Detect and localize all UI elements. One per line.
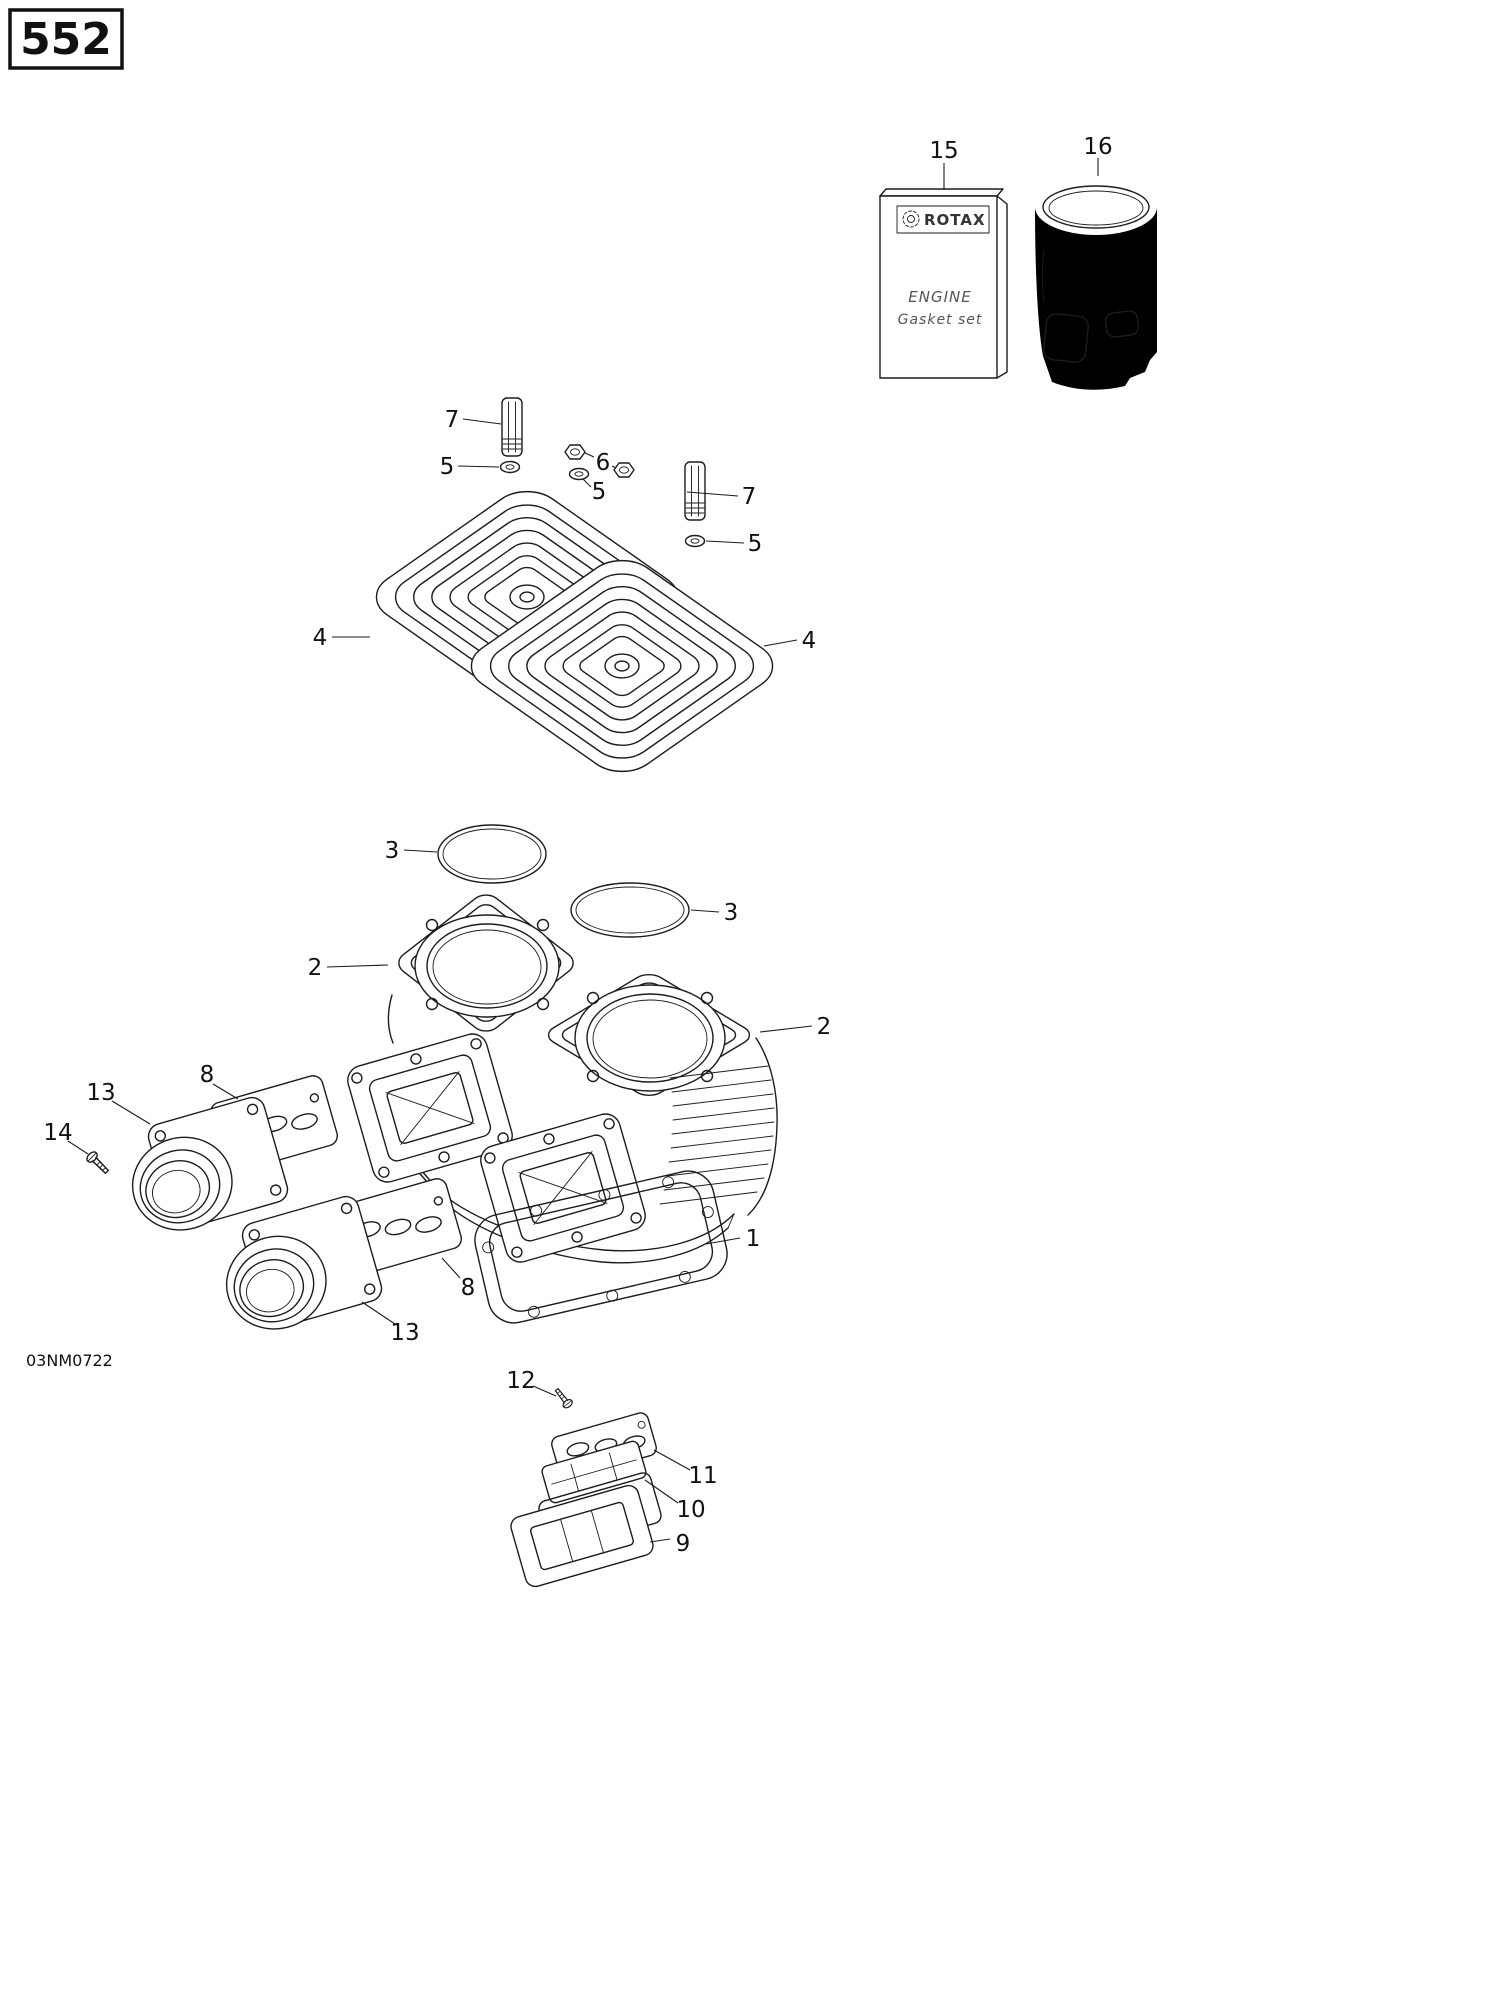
callout-11-reed-stopper: 11 (688, 1463, 717, 1489)
screw-14-art (84, 1149, 112, 1177)
stud-lower-art (684, 461, 706, 521)
callout-9-reed-body: 9 (676, 1531, 691, 1557)
model-number: 552 (20, 14, 112, 65)
callout-15-gasket-set: 15 (929, 138, 958, 164)
callout-6-nuts: 6 (596, 450, 611, 476)
callout-5-washer-lower: 5 (748, 531, 763, 557)
callout-5-washer-upper: 5 (440, 454, 455, 480)
stud-upper-art (501, 397, 523, 457)
callout-14-screw: 14 (43, 1120, 72, 1146)
callout-1-base-gasket: 1 (746, 1226, 761, 1252)
intake-flange-lower-art (209, 1192, 386, 1342)
cylinder-head-right-art (455, 549, 789, 783)
gasket-set-line1: ENGINE (908, 288, 971, 306)
washer-lower-art (684, 534, 706, 548)
callout-13-flange-upper: 13 (86, 1080, 115, 1106)
reed-petal-art (541, 1440, 647, 1504)
callout-7-stud-lower: 7 (742, 484, 757, 510)
callout-8-plate-lower: 8 (461, 1275, 476, 1301)
callout-4-head-right: 4 (802, 628, 817, 654)
rotax-gear-icon (902, 210, 920, 228)
hex-nut-right-art (613, 462, 635, 478)
callout-10-reed-petal: 10 (676, 1497, 705, 1523)
callout-12-reed-screw: 12 (506, 1368, 535, 1394)
callout-7-stud-upper: 7 (445, 407, 460, 433)
engine-gasket-set-packet: ROTAX ENGINE Gasket set (879, 188, 1008, 379)
hex-nut-left-art (564, 444, 586, 460)
washer-middle-art (568, 467, 590, 481)
o-ring-lower-art (570, 882, 690, 938)
callout-16-sleeve: 16 (1083, 134, 1112, 160)
gasket-set-brand: ROTAX (924, 211, 986, 229)
callout-3-oring-upper: 3 (385, 838, 400, 864)
callout-13-flange-lower: 13 (390, 1320, 419, 1346)
model-number-box: 552 (8, 8, 124, 70)
callout-2-cylinder-left: 2 (308, 955, 323, 981)
drawing-code: 03NM0722 (26, 1351, 113, 1370)
o-ring-upper-art (437, 824, 547, 884)
base-gasket-art (474, 1170, 728, 1324)
gasket-set-line2: Gasket set (898, 312, 983, 328)
cylinder-block-art (343, 889, 778, 1267)
callout-4-head-left: 4 (313, 625, 328, 651)
callout-2-cylinder-right: 2 (817, 1014, 832, 1040)
callout-3-oring-lower: 3 (724, 900, 739, 926)
callout-8-plate-upper: 8 (200, 1062, 215, 1088)
reed-valve-body-art (510, 1472, 662, 1588)
washer-upper-art (499, 460, 521, 474)
reed-screw-art (552, 1385, 575, 1411)
cylinder-sleeve-art (1035, 179, 1157, 390)
leader-lines (67, 158, 1099, 1543)
callout-5-washer-middle: 5 (592, 479, 607, 505)
cylinder-head-left-art (360, 480, 694, 714)
callout-labels: 15 16 7 5 6 5 7 5 4 4 3 3 2 2 8 13 14 8 … (43, 134, 1112, 1557)
